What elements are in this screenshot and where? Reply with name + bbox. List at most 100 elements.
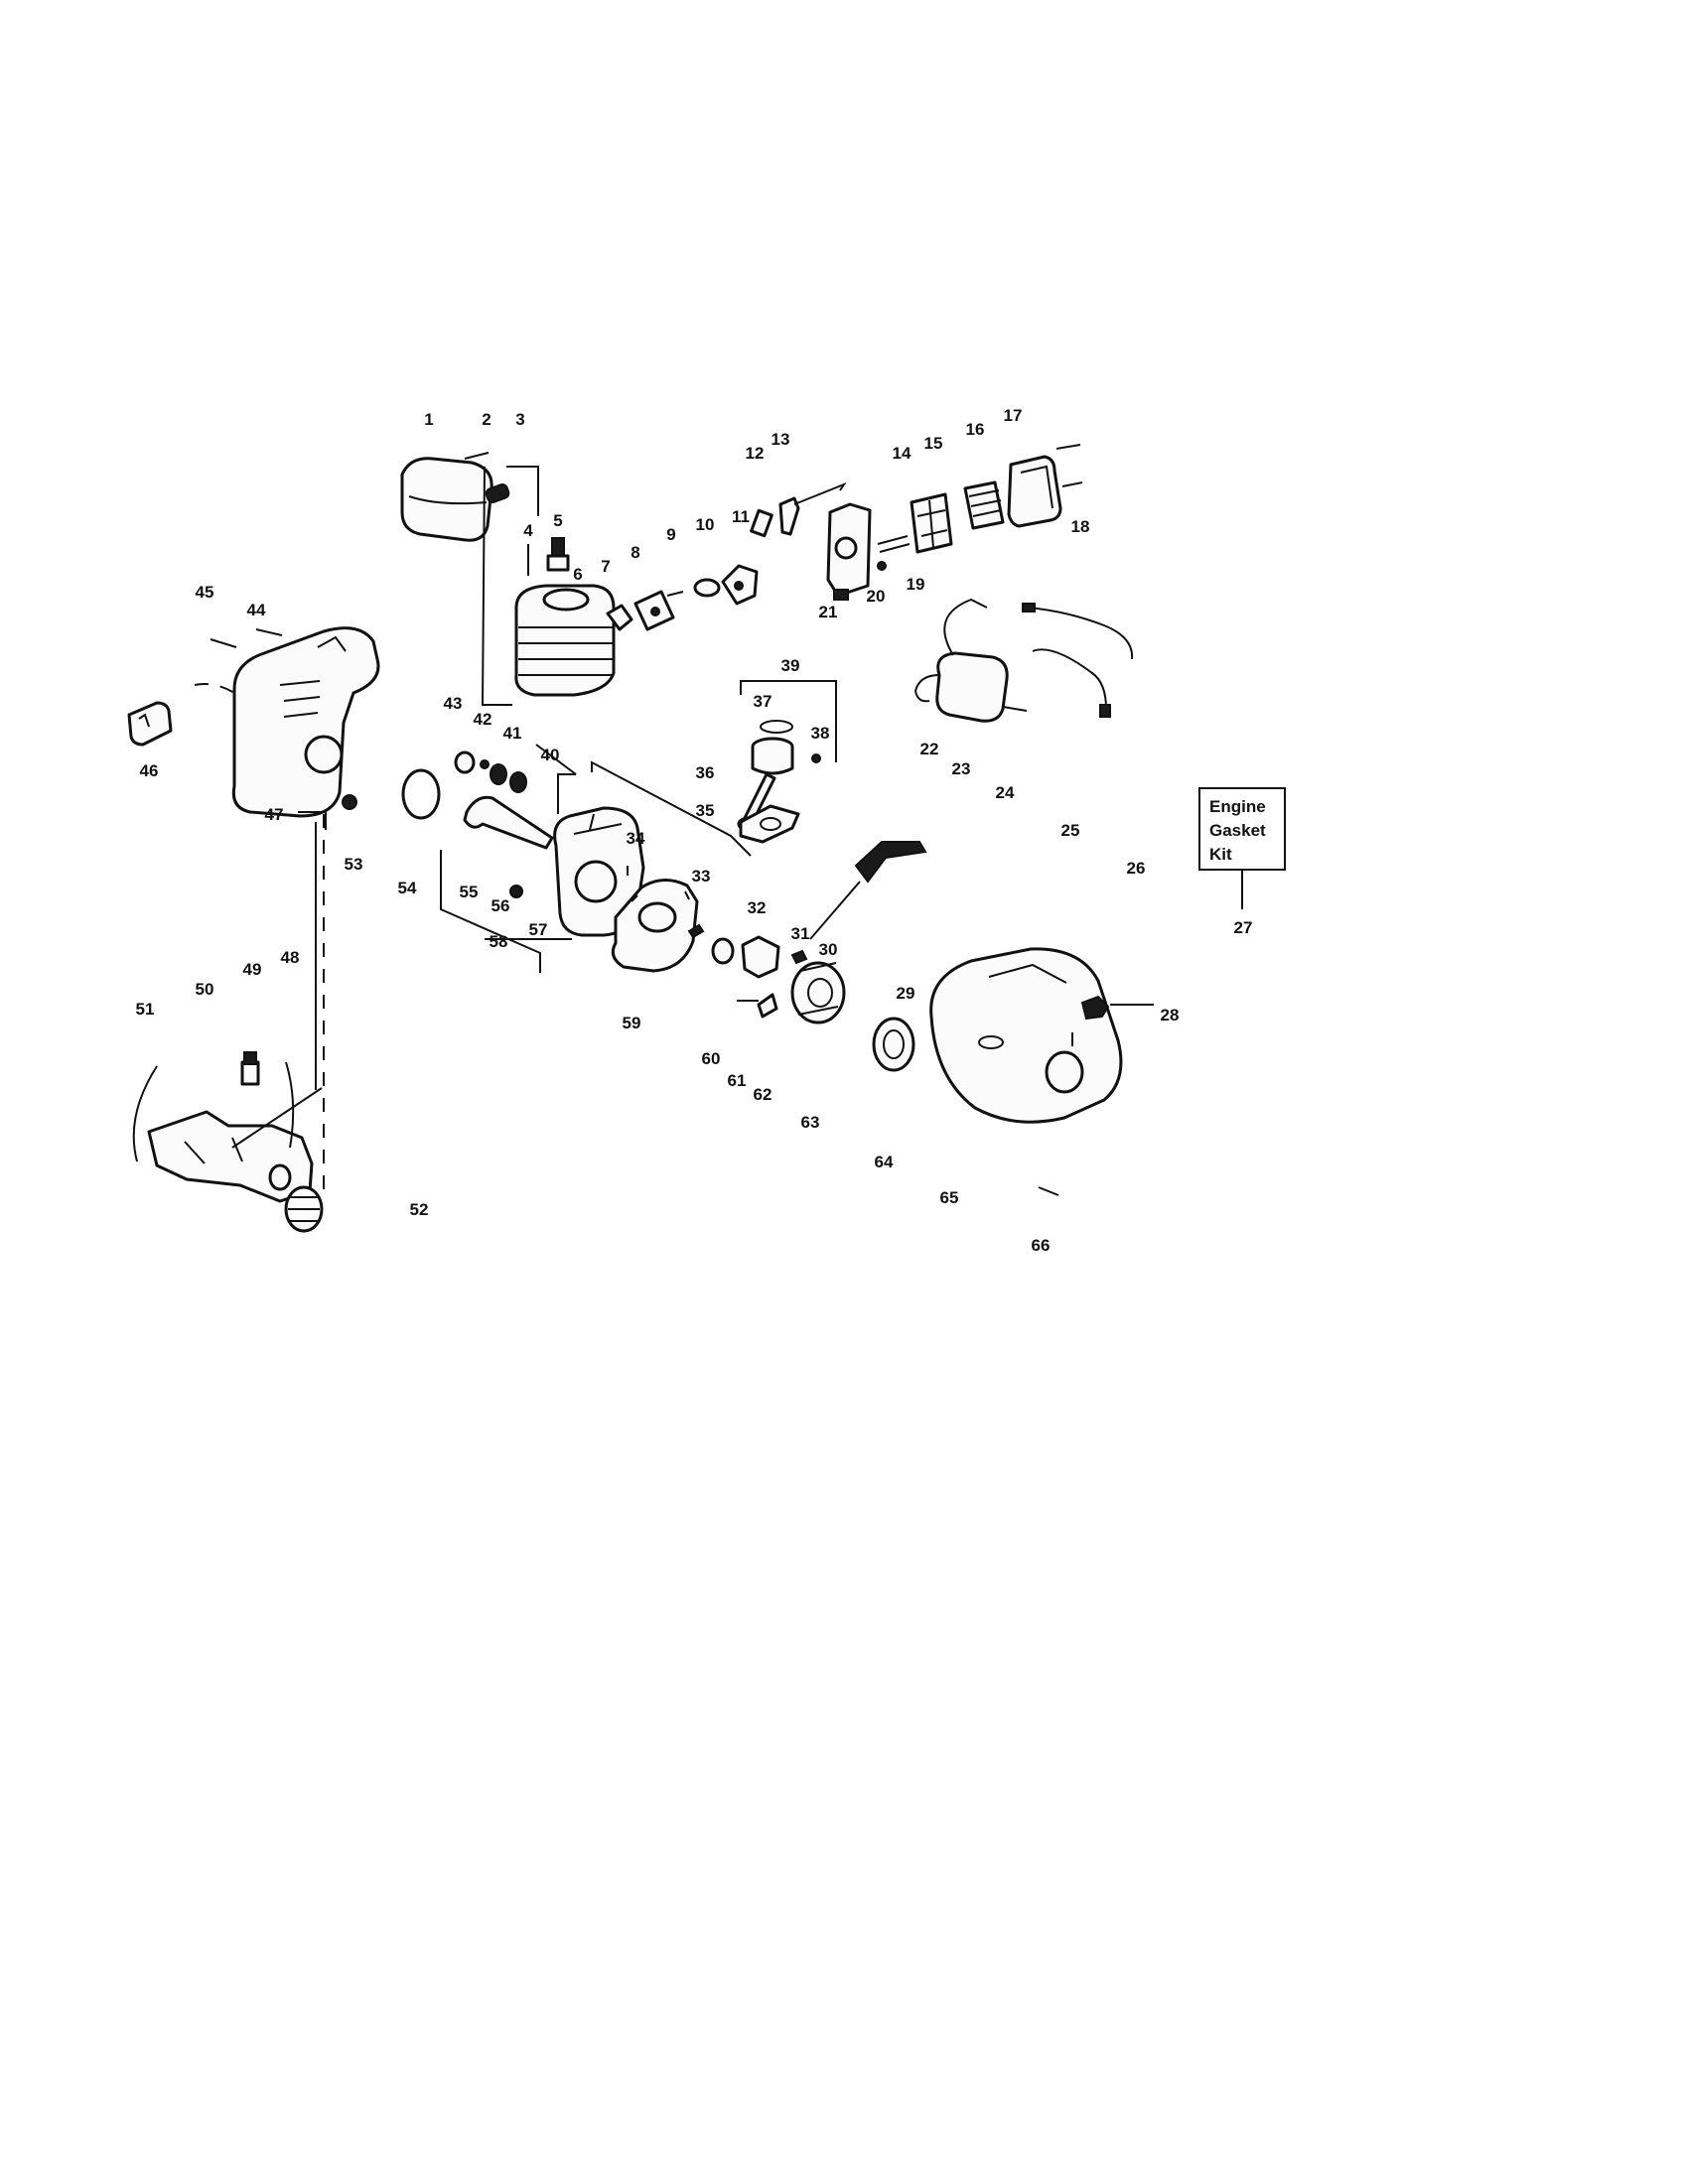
callout-27: 27: [1234, 918, 1253, 937]
callout-54: 54: [398, 879, 417, 897]
callout-3: 3: [515, 410, 524, 429]
callout-labels: 1 2 3 4 5 6 7 8 9 10 11 12 13 14 15 16 1…: [136, 406, 1253, 1255]
part-ignition-coil: [913, 598, 1009, 723]
callout-51: 51: [136, 1000, 155, 1019]
callout-15: 15: [924, 434, 943, 453]
callout-25: 25: [1061, 821, 1080, 840]
part-screw-44: [255, 628, 283, 636]
part-bracket-46: [127, 701, 173, 747]
part-bearing-41: [490, 763, 507, 785]
part-carburetor: [826, 502, 872, 601]
callout-6: 6: [573, 565, 582, 584]
callout-60: 60: [702, 1049, 721, 1068]
part-insulator-8: [633, 590, 675, 631]
part-ring-37: [760, 720, 793, 734]
part-strap-48: [285, 1061, 295, 1149]
callout-13: 13: [772, 430, 790, 449]
part-pulley-63: [790, 961, 846, 1024]
callout-10: 10: [696, 515, 715, 534]
callout-7: 7: [601, 557, 610, 576]
callout-58: 58: [490, 932, 508, 951]
part-gasket-35: [739, 804, 800, 844]
part-gasket-10: [693, 578, 721, 598]
callout-41: 41: [503, 724, 522, 743]
callout-40: 40: [541, 746, 560, 764]
part-screw-17: [1055, 444, 1081, 450]
callout-4: 4: [523, 521, 533, 540]
part-clutch-32: [741, 935, 780, 979]
callout-26: 26: [1127, 859, 1146, 878]
callout-39: 39: [781, 656, 800, 675]
callout-43: 43: [444, 694, 463, 713]
part-knob-52: [284, 1185, 324, 1233]
callout-64: 64: [875, 1153, 894, 1171]
part-bolt-49: [240, 1051, 260, 1086]
callout-17: 17: [1004, 406, 1023, 425]
callout-36: 36: [696, 763, 715, 782]
callout-38: 38: [811, 724, 830, 743]
kit-line-2: Gasket: [1209, 821, 1266, 840]
callout-19: 19: [907, 575, 925, 594]
part-air-filter-16: [963, 480, 1005, 530]
callout-45: 45: [196, 583, 214, 602]
part-ring-42: [480, 759, 490, 769]
part-clip-38: [811, 753, 821, 763]
part-starter-housing: [929, 947, 1123, 1124]
callout-56: 56: [491, 896, 510, 915]
callout-18: 18: [1071, 517, 1090, 536]
part-spark-plug: [546, 537, 570, 572]
part-wire-25: [1032, 648, 1107, 710]
part-spring: [485, 483, 510, 503]
part-screw-66: [1038, 1186, 1059, 1196]
part-spring-64: [872, 1017, 915, 1072]
part-reed-11: [721, 564, 759, 606]
callout-14: 14: [893, 444, 912, 463]
callout-37: 37: [754, 692, 772, 711]
part-washer-62: [757, 993, 778, 1019]
part-piston-assembly: [737, 737, 794, 832]
part-gasket-7: [606, 604, 633, 631]
callout-46: 46: [140, 761, 159, 780]
part-screw-18: [1061, 481, 1083, 487]
part-key-33: [687, 923, 705, 939]
part-key-31: [790, 949, 808, 965]
part-plate-12: [750, 508, 773, 538]
callout-63: 63: [801, 1113, 820, 1132]
part-wire-26: [1028, 607, 1134, 660]
part-crankcase-half: [611, 879, 699, 973]
callout-9: 9: [666, 525, 675, 544]
callout-61: 61: [728, 1071, 747, 1090]
callout-24: 24: [996, 783, 1015, 802]
part-screw-9: [666, 591, 684, 597]
part-knob-28: [1080, 995, 1110, 1021]
callout-16: 16: [966, 420, 985, 439]
kit-line-3: Kit: [1209, 845, 1232, 864]
callout-35: 35: [696, 801, 715, 820]
callout-47: 47: [265, 805, 284, 824]
part-strap-51: [132, 1065, 158, 1162]
part-muffler-cover: [400, 457, 493, 542]
part-screw-56: [509, 885, 523, 898]
part-screw-45: [210, 638, 237, 648]
callout-8: 8: [631, 543, 639, 562]
part-crankshaft: [463, 795, 554, 850]
part-screws-14: [877, 535, 911, 553]
callout-33: 33: [692, 867, 711, 886]
callout-57: 57: [529, 920, 548, 939]
callout-55: 55: [460, 883, 479, 901]
callout-49: 49: [243, 960, 262, 979]
part-washer-60: [711, 937, 735, 965]
part-drawings: [127, 444, 1154, 1233]
callout-59: 59: [623, 1014, 641, 1032]
part-bearing-40: [509, 771, 527, 793]
callout-5: 5: [553, 511, 562, 530]
part-lever-13: [778, 496, 800, 536]
callout-66: 66: [1032, 1236, 1051, 1255]
part-handle-bracket-50: [147, 1110, 314, 1203]
part-nut-53: [342, 794, 357, 810]
part-screw-24: [1002, 706, 1028, 712]
callout-53: 53: [345, 855, 363, 874]
callout-12: 12: [746, 444, 765, 463]
callout-29: 29: [897, 984, 915, 1003]
callout-21: 21: [819, 603, 838, 621]
